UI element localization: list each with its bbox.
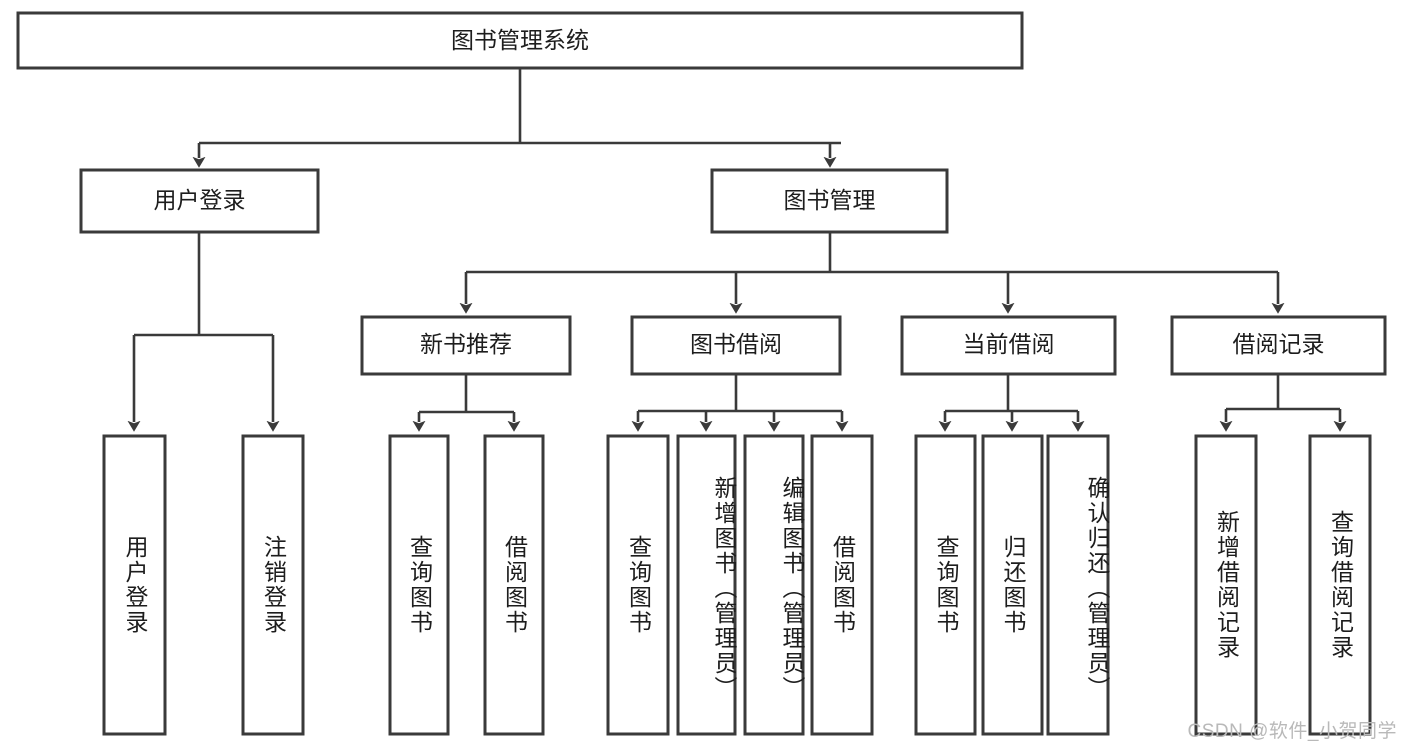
leaf-box-query-book-3[interactable] — [914, 434, 977, 736]
leaf-box-edit-book-admin[interactable] — [743, 434, 805, 736]
leaf-box-borrow-book-1[interactable] — [483, 434, 545, 736]
node-box-book-management[interactable] — [710, 168, 949, 234]
node-label-borrow-record: 借阅记录 — [1233, 331, 1325, 357]
leaf-box-query-book-2[interactable] — [606, 434, 670, 736]
leaf-box-return-book[interactable] — [981, 434, 1044, 736]
node-label-user-login: 用户登录 — [154, 187, 246, 213]
leaf-box-query-borrow-record[interactable] — [1308, 434, 1372, 736]
leaf-box-confirm-return-admin[interactable] — [1046, 434, 1110, 736]
leaf-box-add-book-admin[interactable] — [676, 434, 737, 736]
node-box-current-borrow[interactable] — [900, 315, 1117, 376]
node-label-book-management: 图书管理 — [784, 187, 876, 213]
node-box-new-book-recommend[interactable] — [360, 315, 572, 376]
watermark-text: CSDN @软件_小贺同学 — [1187, 721, 1397, 742]
node-label-new-book-recommend: 新书推荐 — [420, 331, 512, 357]
node-boxes: 图书管理系统 用户登录 图书管理 新书推荐 图书借阅 当前借阅 借阅记录 — [16, 11, 1387, 736]
node-box-root[interactable] — [16, 11, 1024, 70]
node-label-root: 图书管理系统 — [451, 27, 589, 53]
leaf-box-user-login[interactable] — [102, 434, 167, 736]
node-box-user-login[interactable] — [79, 168, 320, 234]
node-label-book-borrow: 图书借阅 — [690, 331, 782, 357]
node-label-current-borrow: 当前借阅 — [963, 331, 1055, 357]
leaf-box-query-book-1[interactable] — [388, 434, 450, 736]
connector-lines — [127, 68, 1347, 432]
leaf-box-add-borrow-record[interactable] — [1194, 434, 1258, 736]
leaf-box-logout[interactable] — [241, 434, 305, 736]
node-box-book-borrow[interactable] — [630, 315, 842, 376]
node-box-borrow-record[interactable] — [1170, 315, 1387, 376]
leaf-box-borrow-book-2[interactable] — [810, 434, 874, 736]
